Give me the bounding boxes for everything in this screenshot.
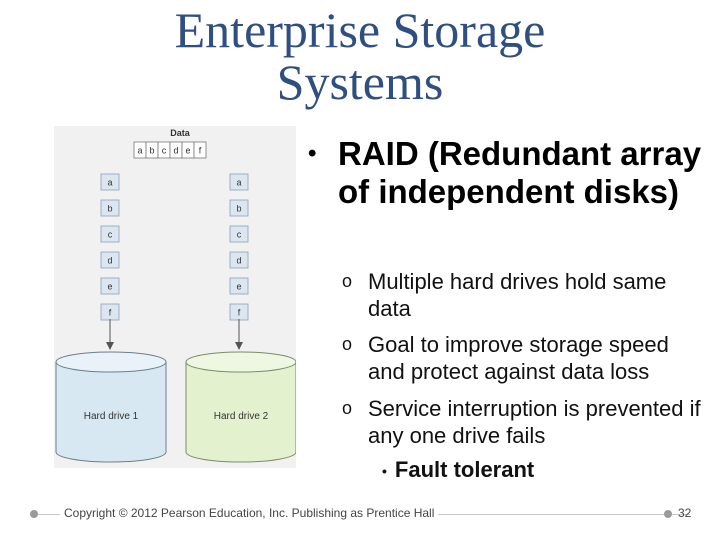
svg-text:c: c (108, 230, 113, 240)
hard-drive-1-label: Hard drive 1 (84, 411, 139, 422)
svg-text:b: b (236, 204, 241, 214)
svg-text:a: a (107, 178, 112, 188)
copyright-text: Copyright © 2012 Pearson Education, Inc.… (60, 506, 439, 520)
svg-text:d: d (107, 256, 112, 266)
main-bullet-text: RAID (Redundant array of independent dis… (338, 135, 702, 210)
drive2-block-a: a (229, 173, 249, 191)
sub-bullet-marker: o (342, 271, 353, 291)
page-number: 32 (678, 506, 692, 520)
svg-text:e: e (107, 282, 112, 292)
drive1-block-f: f (100, 303, 120, 321)
drive2-block-e: e (229, 277, 249, 295)
svg-text:e: e (236, 282, 241, 292)
svg-text:a: a (137, 146, 142, 156)
data-cell-d: d (169, 141, 183, 159)
drive2-block-d: d (229, 251, 249, 269)
drive1-block-b: b (100, 199, 120, 217)
data-label: Data (170, 128, 191, 138)
svg-text:f: f (199, 146, 202, 156)
data-cell-c: c (157, 141, 171, 159)
main-bullet: • RAID (Redundant array of independent d… (308, 135, 708, 211)
svg-text:a: a (236, 178, 241, 188)
data-cell-f: f (193, 141, 207, 159)
sub-bullet-1: o Multiple hard drives hold same data (342, 268, 702, 322)
footer-dot-left (30, 510, 38, 518)
hard-drive-2: Hard drive 2 (185, 351, 297, 463)
drive2-block-c: c (229, 225, 249, 243)
slide-title: Enterprise Storage Systems (110, 4, 610, 108)
slide-title-line-1: Enterprise Storage (174, 2, 546, 58)
svg-text:d: d (173, 146, 178, 156)
sub-bullet-2: o Goal to improve storage speed and prot… (342, 331, 702, 385)
data-cell-e: e (181, 141, 195, 159)
drive2-blocks: a b c d e f (229, 173, 249, 321)
drive1-block-a: a (100, 173, 120, 191)
drive1-block-d: d (100, 251, 120, 269)
sub-bullet-text: Goal to improve storage speed and protec… (368, 332, 669, 384)
data-cell-b: b (145, 141, 159, 159)
svg-text:e: e (185, 146, 190, 156)
svg-text:f: f (238, 308, 241, 318)
sub-sub-bullet-text: Fault tolerant (394, 457, 535, 482)
drive2-block-f: f (229, 303, 249, 321)
hard-drive-2-label: Hard drive 2 (214, 411, 269, 422)
sub-bullet-text: Service interruption is prevented if any… (368, 396, 701, 448)
svg-text:b: b (149, 146, 154, 156)
slide-title-line-2: Systems (276, 54, 444, 110)
data-cell-a: a (133, 141, 147, 159)
drive1-block-e: e (100, 277, 120, 295)
svg-text:c: c (237, 230, 242, 240)
svg-text:b: b (107, 204, 112, 214)
footer: Copyright © 2012 Pearson Education, Inc.… (0, 496, 720, 536)
drive2-block-b: b (229, 199, 249, 217)
footer-dot-right (664, 510, 672, 518)
hard-drive-1: Hard drive 1 (55, 351, 167, 463)
sub-sub-bullet-marker: • (382, 463, 387, 480)
drive1-block-c: c (100, 225, 120, 243)
svg-text:f: f (109, 308, 112, 318)
sub-bullet-3: o Service interruption is prevented if a… (342, 395, 702, 449)
sub-sub-bullet: • Fault tolerant (382, 457, 534, 483)
drive1-blocks: a b c d e f (100, 173, 120, 321)
sub-bullet-marker: o (342, 398, 353, 418)
arrow-left (106, 319, 114, 350)
svg-text:d: d (236, 256, 241, 266)
sub-bullet-text: Multiple hard drives hold same data (368, 269, 667, 321)
arrow-right (235, 319, 243, 350)
svg-text:c: c (162, 146, 167, 156)
sub-bullet-marker: o (342, 334, 353, 354)
bullet-marker: • (308, 140, 317, 167)
